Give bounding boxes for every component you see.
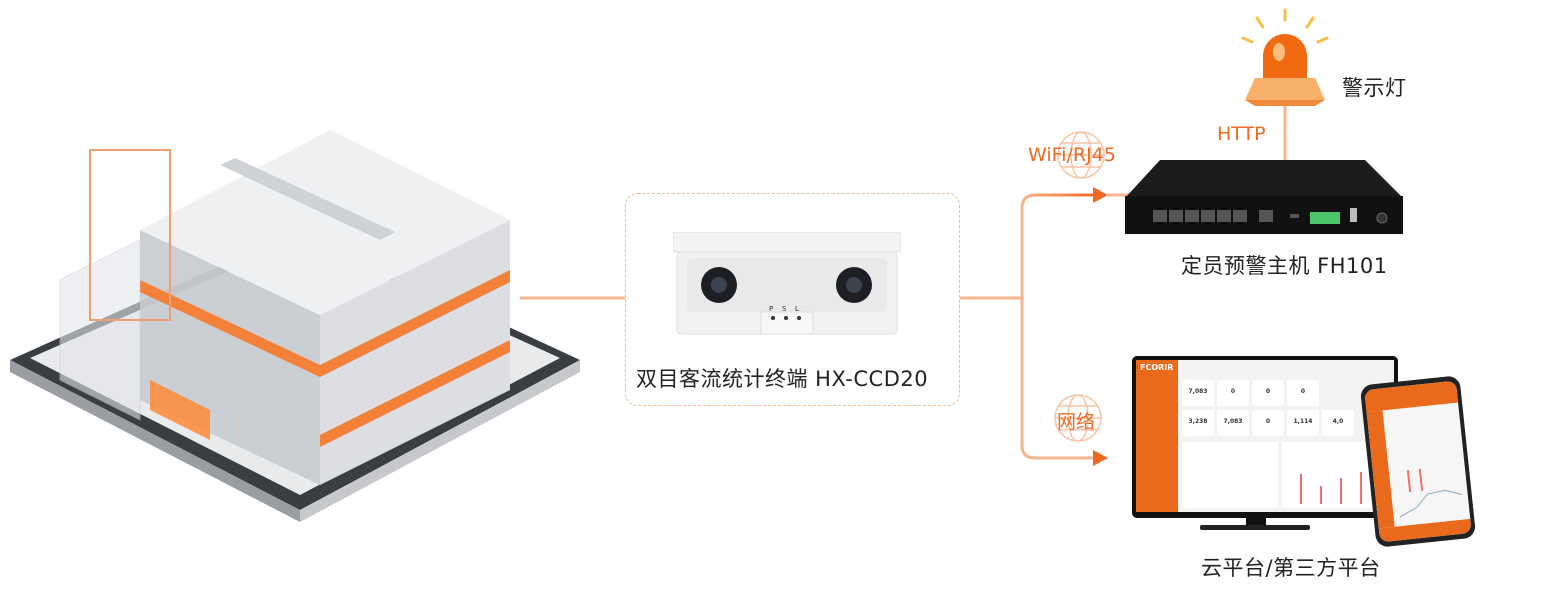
stat-value: 0 [1300, 388, 1306, 395]
camera-device [673, 232, 901, 335]
stat-value: 1,114 [1293, 418, 1313, 425]
wifi-rj45-label: WiFi/RJ45 [1028, 144, 1116, 166]
network-label: 网络 [1057, 411, 1096, 433]
dashboard-sidebar: FCORIR [1136, 360, 1178, 512]
building-illustration [10, 130, 580, 522]
globe-icon [1054, 394, 1102, 442]
dashboard-screen: FCORIR 7,083 0 0 0 3,238 7,083 0 1,114 4… [1136, 360, 1394, 512]
alarm-light-icon [1241, 8, 1329, 106]
http-label: HTTP [1217, 123, 1266, 145]
stat-value: 0 [1265, 418, 1271, 425]
host-label: 定员预警主机 FH101 [1181, 254, 1388, 278]
stat-value: 0 [1230, 388, 1236, 395]
arrow-icon [1093, 450, 1108, 466]
camera-frame [625, 193, 960, 406]
platform-label: 云平台/第三方平台 [1201, 556, 1381, 580]
globe-icon [1057, 131, 1105, 179]
arrow-icon [1093, 187, 1108, 203]
indicator-l: L [795, 305, 799, 313]
stat-value: 3,238 [1188, 418, 1208, 425]
platform-logo: FCORIR [1140, 363, 1174, 372]
indicator-p: P [769, 305, 774, 313]
camera-label: 双目客流统计终端 HX-CCD20 [636, 367, 929, 391]
monitor-neck [1246, 518, 1266, 526]
stat-value: 4,0 [1332, 418, 1344, 425]
stat-value: 7,083 [1223, 418, 1243, 425]
indicator-s: S [782, 305, 787, 313]
monitor: FCORIR 7,083 0 0 0 3,238 7,083 0 1,114 4… [1132, 356, 1398, 518]
phone [1359, 375, 1477, 548]
host-device [1125, 160, 1403, 234]
alarm-label: 警示灯 [1342, 76, 1407, 100]
monitor-stand [1200, 525, 1310, 530]
stat-value: 7,083 [1188, 388, 1208, 395]
stat-value: 0 [1265, 388, 1271, 395]
